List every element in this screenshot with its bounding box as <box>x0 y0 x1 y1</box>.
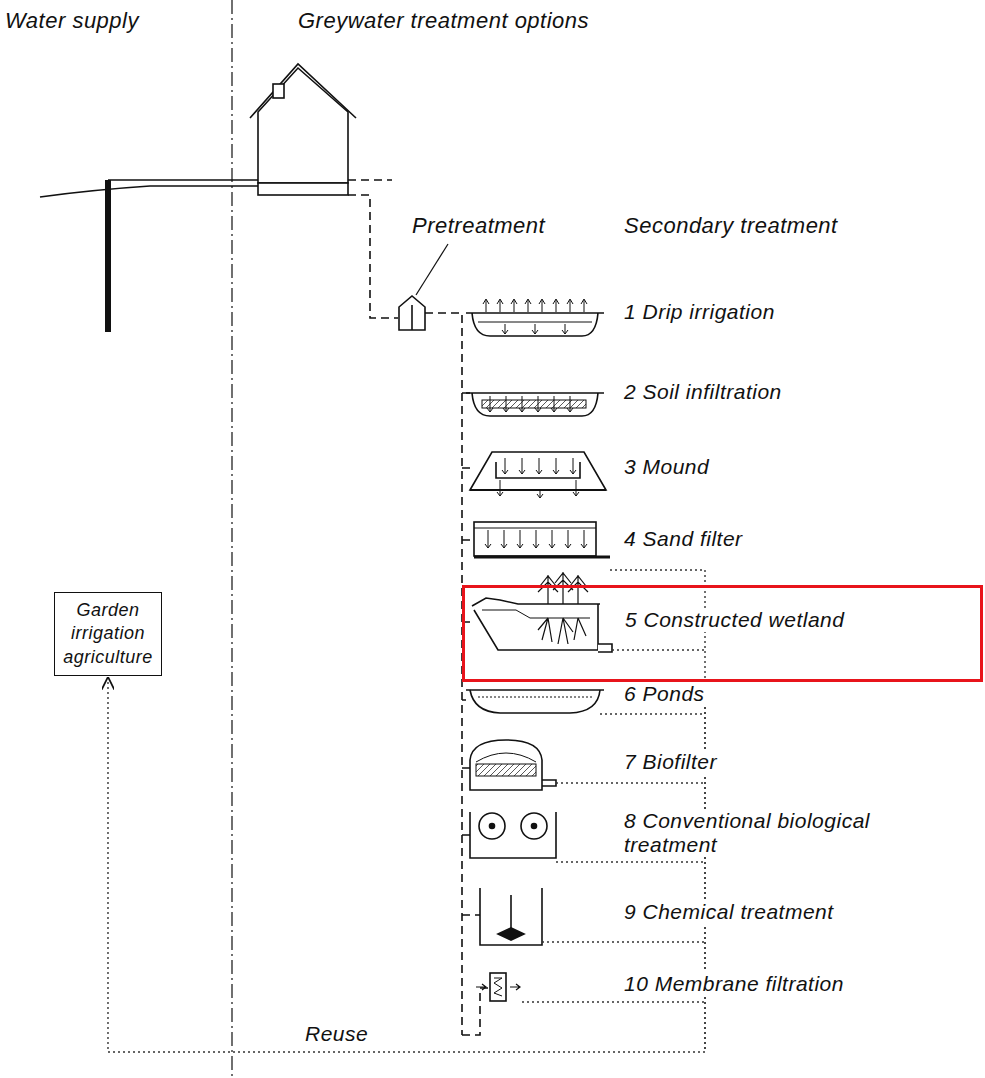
option-label: 7 Biofilter <box>622 750 719 774</box>
option-label: 6 Ponds <box>622 682 707 706</box>
greywater-pipe <box>348 195 398 318</box>
constructed-wetland-icon <box>472 572 612 652</box>
mound-icon <box>470 452 606 490</box>
reuse-box: Garden irrigation agriculture <box>54 592 162 676</box>
mound-arrows <box>497 458 579 498</box>
infiltration-arrows <box>487 396 573 412</box>
edge-label: Reuse <box>303 1022 370 1046</box>
heading-label: Water supply <box>3 8 141 33</box>
evaporation-arrows <box>483 299 587 312</box>
option-label: 2 Soil infiltration <box>622 380 784 404</box>
option-label: 8 Conventional biological treatment <box>622 809 946 857</box>
heading-label: Pretreatment <box>410 213 547 238</box>
soil-infiltration-icon <box>466 393 604 416</box>
tank-baffle <box>411 305 413 330</box>
highlight-frame: 5 Constructed wetland <box>462 585 983 682</box>
distribution-pipe <box>425 313 462 1035</box>
outlet-pipe <box>348 179 392 181</box>
reuse-line <box>108 678 705 1052</box>
supply-pipe <box>108 179 258 181</box>
option-label: 5 Constructed wetland <box>623 608 846 632</box>
option-label: 10 Membrane filtration <box>622 972 846 996</box>
divider-line <box>231 0 232 1078</box>
filter-arrows <box>485 530 587 548</box>
collector-line <box>704 586 705 682</box>
box-label: Garden irrigation agriculture <box>63 599 153 669</box>
well-pipe <box>105 180 111 332</box>
option-label: 1 Drip irrigation <box>622 300 777 324</box>
outflow-line <box>612 649 705 650</box>
option-label: 9 Chemical treatment <box>622 900 836 924</box>
leader-line <box>416 244 448 295</box>
house <box>250 64 356 195</box>
pretreatment-tank <box>399 296 425 330</box>
ground-line <box>40 186 258 197</box>
heading-label: Secondary treatment <box>622 213 840 238</box>
drip-irrigation-icon <box>466 313 604 336</box>
option-label: 4 Sand filter <box>622 527 745 551</box>
percolation-arrows <box>502 324 568 334</box>
option-label: 3 Mound <box>622 455 711 479</box>
heading-label: Greywater treatment options <box>296 8 591 33</box>
